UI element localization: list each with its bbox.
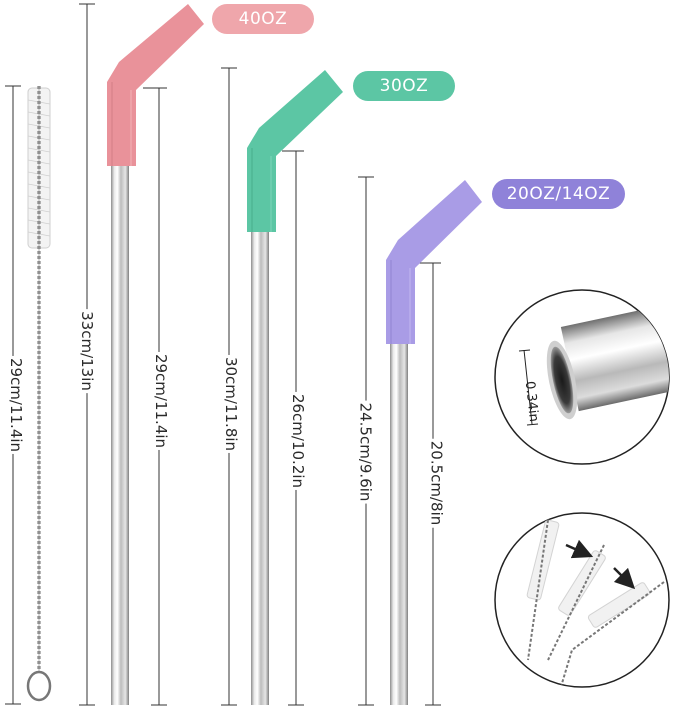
straw-40oz-steel-length-label: 29cm/11.4in [152, 351, 171, 451]
straw-30oz-steel-length-label: 26cm/10.2in [289, 391, 308, 491]
straw-20oz-total-length-label: 24.5cm/9.6in [356, 400, 375, 504]
straw-20oz-14oz [358, 176, 482, 706]
arrow-icon [565, 539, 594, 559]
brush-length-label: 29cm/11.4in [7, 355, 26, 455]
capacity-badge-30oz: 30OZ [353, 71, 455, 101]
straw-30oz-total-length-label: 30cm/11.8in [222, 354, 241, 454]
capacity-badge-40oz: 40OZ [212, 4, 314, 34]
diameter-detail [494, 289, 670, 465]
brush-cleaning-detail [494, 512, 670, 688]
straw-40oz-total-length-label: 33cm/13in [77, 309, 96, 393]
cleaning-brush-icon [5, 85, 52, 705]
straw-40oz [79, 3, 204, 706]
arrow-icon [613, 567, 636, 590]
capacity-badge-20oz-14oz: 20OZ/14OZ [492, 179, 625, 209]
straw-20oz-steel-length-label: 20.5cm/8in [427, 438, 446, 528]
